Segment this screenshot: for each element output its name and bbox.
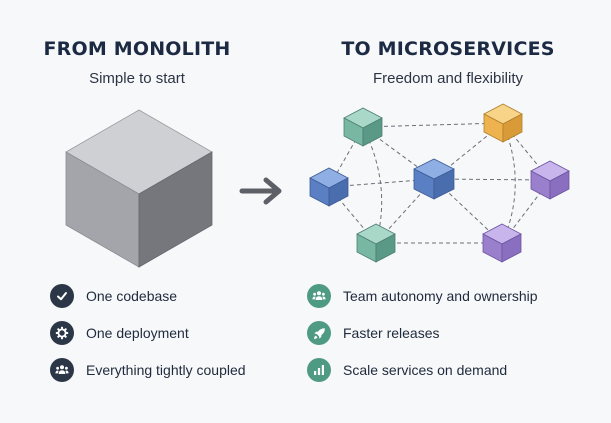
microservices-heading: TO MICROSERVICES bbox=[341, 38, 555, 60]
list-item-label: Faster releases bbox=[343, 325, 440, 341]
list-item: One codebase bbox=[50, 284, 246, 308]
list-item-label: Scale services on demand bbox=[343, 362, 508, 378]
list-item-label: One codebase bbox=[86, 288, 178, 304]
people-icon bbox=[50, 358, 74, 382]
microservices-benefits-list: Team autonomy and ownership Faster relea… bbox=[307, 284, 538, 395]
service-cube-blue-left bbox=[309, 167, 349, 207]
list-item-label: Team autonomy and ownership bbox=[343, 288, 538, 304]
monolith-cube bbox=[65, 109, 213, 268]
list-item: Team autonomy and ownership bbox=[307, 284, 538, 308]
connection-line bbox=[328, 186, 377, 244]
service-cube-orange bbox=[483, 103, 523, 143]
list-item: Faster releases bbox=[307, 321, 538, 345]
list-item: Scale services on demand bbox=[307, 358, 538, 382]
check-icon bbox=[50, 284, 74, 308]
service-cube-purple-right bbox=[530, 160, 570, 200]
service-cube-teal-top bbox=[343, 107, 383, 147]
monolith-traits-list: One codebase One deployment bbox=[50, 284, 246, 395]
list-item: One deployment bbox=[50, 321, 246, 345]
list-item-label: One deployment bbox=[86, 325, 189, 341]
connection-line bbox=[433, 178, 551, 181]
service-cube-blue-center bbox=[413, 158, 455, 200]
gear-icon bbox=[50, 321, 74, 345]
monolith-subheading: Simple to start bbox=[89, 70, 185, 87]
connection-line bbox=[502, 122, 551, 181]
service-cube-purple-bottom bbox=[482, 223, 522, 263]
service-cube-teal-bottom bbox=[356, 223, 396, 263]
bar-chart-icon bbox=[307, 358, 331, 382]
team-icon bbox=[307, 284, 331, 308]
connection-line bbox=[362, 122, 504, 128]
rocket-icon bbox=[307, 321, 331, 345]
list-item: Everything tightly coupled bbox=[50, 358, 246, 382]
microservices-subheading: Freedom and flexibility bbox=[372, 70, 524, 87]
transition-arrow bbox=[239, 177, 282, 205]
list-item-label: Everything tightly coupled bbox=[86, 362, 246, 378]
monolith-heading: FROM MONOLITH bbox=[43, 38, 231, 60]
monolith-cube-right-face bbox=[138, 151, 213, 268]
